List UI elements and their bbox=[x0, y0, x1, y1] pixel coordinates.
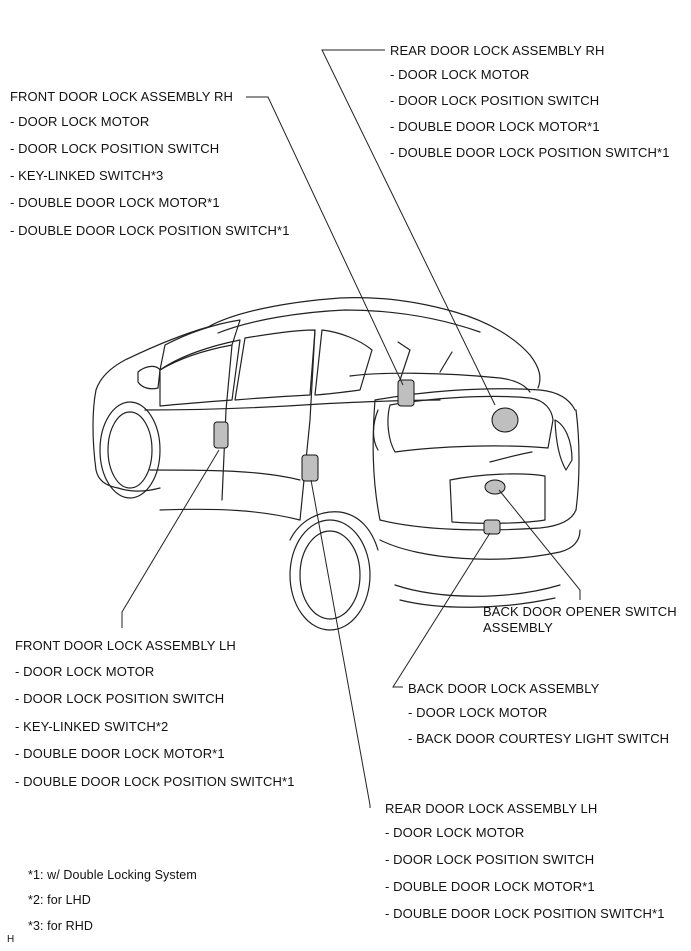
rear-rh-title: REAR DOOR LOCK ASSEMBLY RH bbox=[390, 43, 605, 58]
rear-rh-lock-part bbox=[491, 407, 519, 433]
front-rh-item: - DOUBLE DOOR LOCK MOTOR*1 bbox=[10, 195, 220, 210]
back-opener-title-line2: ASSEMBLY bbox=[483, 620, 553, 635]
rear-lh-item: - DOOR LOCK MOTOR bbox=[385, 825, 525, 840]
rear-rh-item: - DOUBLE DOOR LOCK MOTOR*1 bbox=[390, 119, 600, 134]
front-lh-lock-part bbox=[213, 421, 229, 449]
rear-lh-lock-part bbox=[301, 454, 319, 482]
front-lh-item: - KEY-LINKED SWITCH*2 bbox=[15, 719, 169, 734]
front-rh-item: - DOUBLE DOOR LOCK POSITION SWITCH*1 bbox=[10, 223, 290, 238]
front-lh-item: - DOUBLE DOOR LOCK MOTOR*1 bbox=[15, 746, 225, 761]
footnote: *2: for LHD bbox=[28, 893, 91, 907]
rear-lh-item: - DOUBLE DOOR LOCK MOTOR*1 bbox=[385, 879, 595, 894]
back-door-title: BACK DOOR LOCK ASSEMBLY bbox=[408, 681, 600, 696]
back-opener-part bbox=[484, 479, 506, 495]
back-door-item: - BACK DOOR COURTESY LIGHT SWITCH bbox=[408, 731, 670, 746]
rear-rh-item: - DOOR LOCK MOTOR bbox=[390, 67, 530, 82]
front-rh-item: - DOOR LOCK POSITION SWITCH bbox=[10, 141, 220, 156]
front-lh-item: - DOOR LOCK MOTOR bbox=[15, 664, 155, 679]
front-rh-title: FRONT DOOR LOCK ASSEMBLY RH bbox=[10, 89, 234, 104]
corner-mark: H bbox=[7, 934, 15, 945]
rear-rh-item: - DOUBLE DOOR LOCK POSITION SWITCH*1 bbox=[390, 145, 670, 160]
rear-lh-item: - DOUBLE DOOR LOCK POSITION SWITCH*1 bbox=[385, 906, 665, 921]
rear-lh-item: - DOOR LOCK POSITION SWITCH bbox=[385, 852, 595, 867]
front-rh-lock-part bbox=[397, 379, 415, 407]
front-rh-item: - DOOR LOCK MOTOR bbox=[10, 114, 150, 129]
front-rh-item: - KEY-LINKED SWITCH*3 bbox=[10, 168, 164, 183]
footnote: *1: w/ Double Locking System bbox=[28, 868, 197, 882]
front-lh-item: - DOOR LOCK POSITION SWITCH bbox=[15, 691, 225, 706]
back-door-lock-part bbox=[483, 519, 501, 535]
rear-lh-title: REAR DOOR LOCK ASSEMBLY LH bbox=[385, 801, 598, 816]
rear-rh-item: - DOOR LOCK POSITION SWITCH bbox=[390, 93, 600, 108]
front-lh-title: FRONT DOOR LOCK ASSEMBLY LH bbox=[15, 638, 236, 653]
back-opener-title: BACK DOOR OPENER SWITCH bbox=[483, 604, 677, 619]
back-door-item: - DOOR LOCK MOTOR bbox=[408, 705, 548, 720]
front-lh-item: - DOUBLE DOOR LOCK POSITION SWITCH*1 bbox=[15, 774, 295, 789]
footnote: *3: for RHD bbox=[28, 919, 94, 933]
